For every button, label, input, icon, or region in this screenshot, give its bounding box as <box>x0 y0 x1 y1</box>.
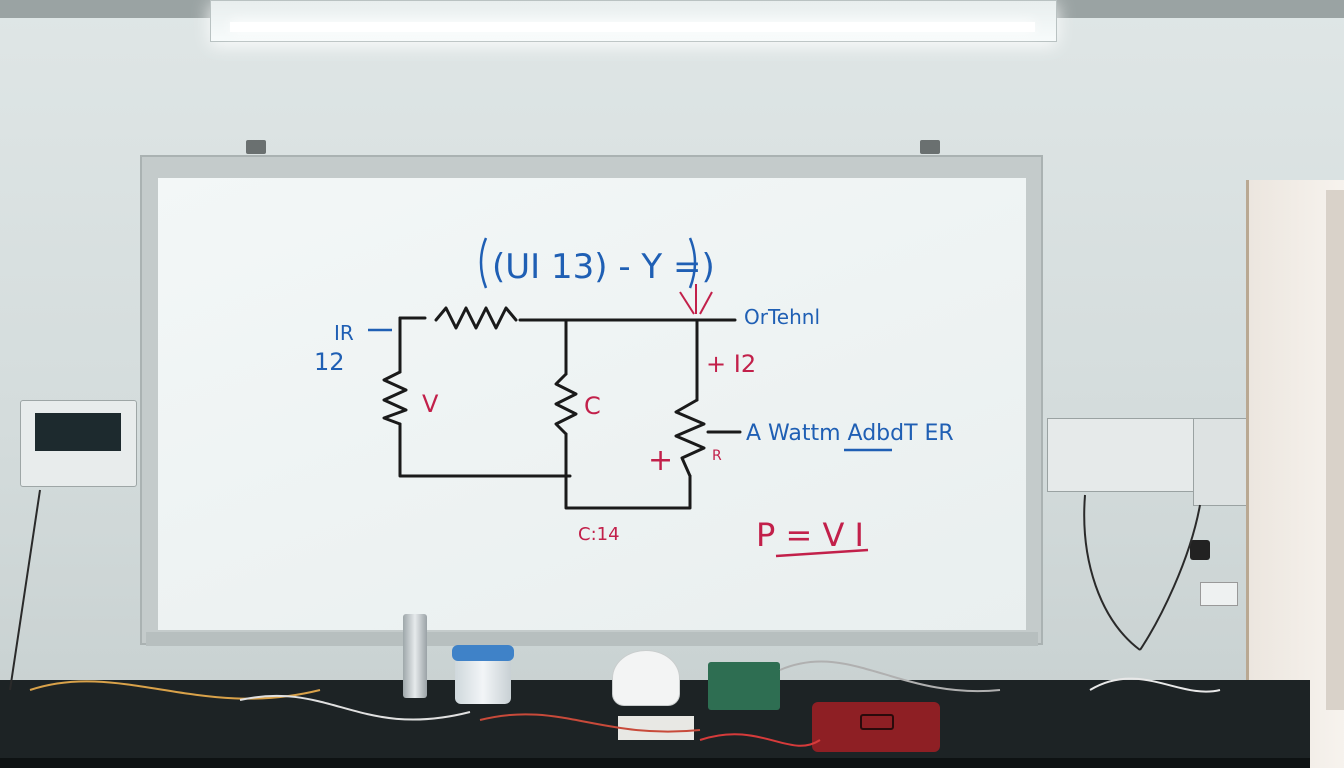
label-output: OrTehnl <box>744 305 820 329</box>
left-wire-bottom <box>398 422 572 478</box>
whiteboard-surface <box>158 178 1026 630</box>
label-v: V <box>422 390 439 418</box>
middle-wire-bottom <box>564 432 692 510</box>
right-resistor <box>674 398 706 478</box>
label-bottom: C:14 <box>578 524 620 545</box>
case-handle <box>860 714 894 730</box>
electrical-panel <box>1047 418 1195 492</box>
label-annotation: A Wattm AdbdT ER <box>746 421 954 446</box>
left-resistor <box>382 370 408 426</box>
formula-text: P = V I <box>756 516 864 554</box>
blue-bracket-marks <box>368 237 697 332</box>
metal-cylinder <box>403 614 427 698</box>
board-mount-clip-left <box>246 140 266 154</box>
wall-switch <box>1200 582 1238 606</box>
middle-resistor <box>554 372 578 436</box>
handwritten-labels: (UI 13) - Y =) IR 12 V C OrTehnl + I2 + … <box>314 247 954 554</box>
whiteboard-tray <box>146 632 1038 646</box>
thermostat-screen <box>35 413 121 451</box>
jar-lid <box>452 645 514 661</box>
label-ir: IR <box>334 321 354 345</box>
lab-bench-edge <box>0 758 1310 768</box>
circuit-diagram <box>382 306 742 510</box>
white-pad <box>618 716 694 740</box>
formula-underline <box>775 548 869 558</box>
board-header-text: (UI 13) - Y =) <box>492 247 715 287</box>
cabinet-door-edge <box>1326 190 1344 710</box>
ceiling-light-fixture <box>210 0 1057 42</box>
board-mount-clip-right <box>920 140 940 154</box>
circuit-board-kit <box>708 662 780 710</box>
thermostat-device <box>20 400 137 487</box>
red-tick-marks <box>679 284 713 315</box>
label-c: C <box>584 392 601 420</box>
label-12: 12 <box>314 348 345 376</box>
light-tube <box>230 22 1035 32</box>
red-tool-case <box>812 702 940 752</box>
label-plus-i2: + I2 <box>706 350 756 378</box>
wall-socket <box>1190 540 1210 560</box>
label-r-small: R <box>712 448 722 464</box>
label-plus: + <box>648 443 673 478</box>
top-resistor <box>434 306 518 330</box>
white-dome-device <box>612 650 680 706</box>
